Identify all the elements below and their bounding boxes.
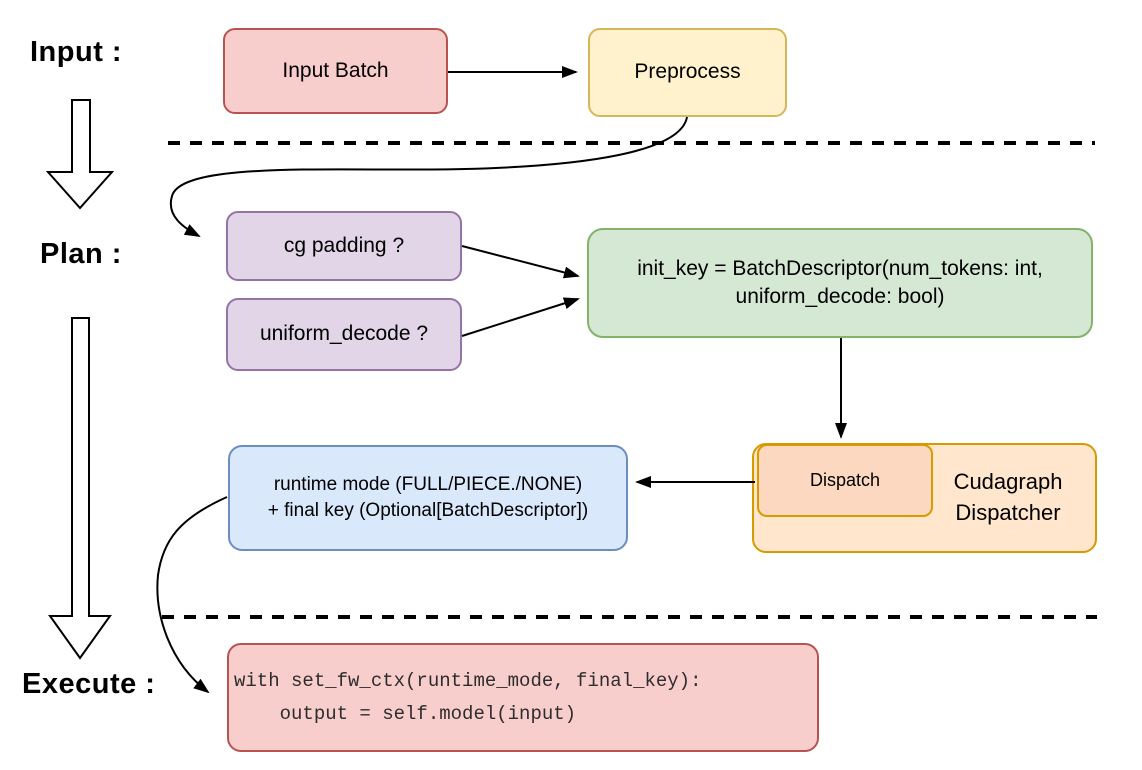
dispatch-label: Dispatch [809, 470, 881, 491]
plan-stage-down-arrow [48, 317, 112, 660]
execute-code-line2: output = self.model(input) [234, 702, 577, 725]
execute-code-line1: with set_fw_ctx(runtime_mode, final_key)… [234, 669, 702, 692]
cg-padding-label: cg padding ? [283, 233, 405, 257]
stage-label-execute: Execute : [22, 668, 156, 700]
cudagraph-dispatcher-label: Cudagraph Dispatcher [929, 445, 1087, 551]
runtime-mode-line2: + final key (Optional[BatchDescriptor]) [267, 500, 589, 521]
init-key-node: init_key = BatchDescriptor(num_tokens: i… [587, 228, 1093, 338]
edge-uniform-decode-to-init-key [461, 297, 580, 337]
edge-cg-padding-to-init-key [461, 245, 580, 279]
init-key-line1: init_key = BatchDescriptor(num_tokens: i… [637, 256, 1043, 280]
preprocess-node: Preprocess [588, 28, 787, 117]
runtime-mode-line1: runtime mode (FULL/PIECE./NONE) [273, 474, 583, 496]
cudagraph-line2: Dispatcher [955, 500, 1061, 525]
runtime-mode-node: runtime mode (FULL/PIECE./NONE) + final … [228, 445, 628, 551]
edge-runtime-mode-to-execute-code [156, 496, 228, 694]
uniform-decode-label: uniform_decode ? [259, 322, 429, 346]
cg-padding-node: cg padding ? [226, 211, 462, 281]
input-batch-node: Input Batch [223, 28, 448, 114]
input-batch-label: Input Batch [282, 58, 389, 82]
input-stage-down-arrow [45, 99, 115, 210]
init-key-line2: uniform_decode: bool) [735, 285, 945, 308]
execute-code-node: with set_fw_ctx(runtime_mode, final_key)… [227, 643, 819, 752]
preprocess-label: Preprocess [634, 60, 741, 84]
stage-label-input: Input : [30, 36, 123, 68]
cudagraph-line1: Cudagraph [953, 469, 1063, 495]
dispatch-node: Dispatch [757, 444, 933, 517]
stage-label-plan: Plan : [40, 238, 122, 270]
uniform-decode-node: uniform_decode ? [226, 298, 462, 371]
